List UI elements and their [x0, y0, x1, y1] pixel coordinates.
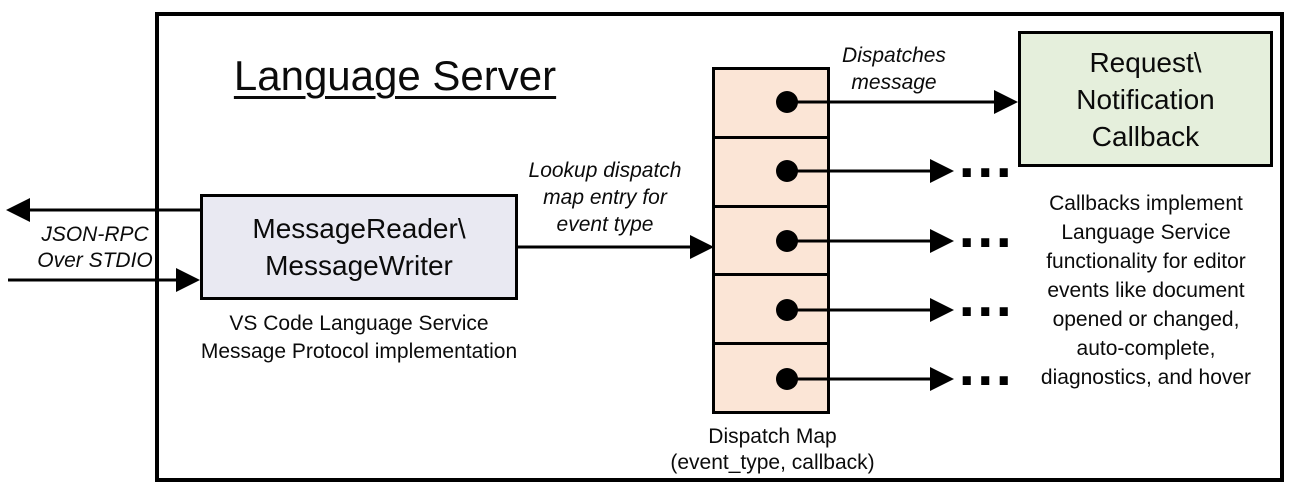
callbacks-note-line6: auto-complete,	[1076, 337, 1216, 360]
request-notification-callback-box: Request\ Notification Callback	[1018, 31, 1273, 167]
lookup-label-line1: Lookup dispatch	[528, 159, 682, 182]
dispatches-label-line2: message	[851, 71, 937, 94]
message-reader-caption: VS Code Language Service Message Protoco…	[192, 310, 526, 366]
callbacks-note-line2: Language Service	[1061, 221, 1231, 244]
dispatches-message-label: Dispatches message	[830, 42, 958, 96]
lookup-label-line3: event type	[556, 213, 654, 236]
ellipsis-row-4: ...	[958, 273, 1014, 327]
dispatch-map-caption-line1: Dispatch Map	[708, 425, 837, 448]
dispatch-map-cell	[715, 204, 827, 274]
message-writer-line: MessageWriter	[265, 250, 453, 281]
dispatch-map-caption-line2: (event_type, callback)	[670, 451, 875, 474]
callbacks-note-line3: functionality for editor	[1046, 250, 1246, 273]
message-reader-caption-line1: VS Code Language Service	[229, 312, 489, 335]
diagram-title: Language Server	[233, 52, 557, 99]
ellipsis-row-5: ...	[958, 342, 1014, 396]
callbacks-note: Callbacks implement Language Service fun…	[1010, 189, 1282, 392]
callbacks-note-line1: Callbacks implement	[1049, 192, 1243, 215]
message-reader-caption-line2: Message Protocol implementation	[200, 340, 518, 363]
language-server-boundary	[155, 12, 1284, 482]
stdio-label: JSON-RPC Over STDIO	[20, 222, 170, 274]
ellipsis-row-3: ...	[958, 204, 1014, 258]
callbacks-note-line5: opened or changed,	[1052, 308, 1240, 331]
dispatch-map-cell	[715, 342, 827, 411]
ellipsis-row-2: ...	[958, 134, 1014, 188]
callback-box-line1: Request\	[1089, 46, 1202, 78]
callbacks-note-line7: diagnostics, and hover	[1040, 366, 1252, 389]
dispatches-label-line1: Dispatches	[842, 44, 946, 67]
callbacks-note-line4: events like document	[1047, 279, 1245, 302]
lookup-label-line2: map entry for	[543, 186, 667, 209]
dispatch-map-cell	[715, 273, 827, 343]
dispatch-map-cell	[715, 70, 827, 136]
dispatch-map-caption: Dispatch Map (event_type, callback)	[645, 424, 900, 476]
stdio-label-line1: JSON-RPC	[41, 223, 149, 246]
callback-box-line3: Callback	[1091, 120, 1200, 152]
lookup-dispatch-label: Lookup dispatch map entry for event type	[515, 157, 695, 238]
dispatch-map-stack	[712, 67, 830, 414]
message-reader-writer-box: MessageReader\ MessageWriter	[200, 194, 518, 300]
message-reader-line: MessageReader\	[252, 213, 466, 244]
stdio-label-line2: Over STDIO	[37, 249, 153, 272]
dispatch-map-cell	[715, 135, 827, 205]
callback-box-line2: Notification	[1076, 83, 1215, 115]
